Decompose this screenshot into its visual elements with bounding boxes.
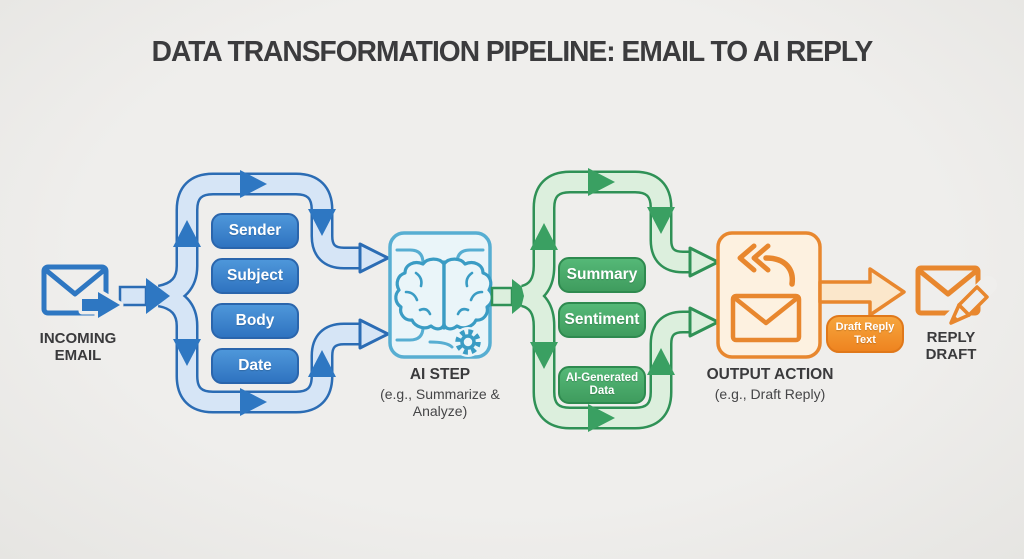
ai-step-box — [388, 231, 494, 359]
output-action-subtitle: (e.g., Draft Reply) — [714, 385, 826, 402]
email-field-date: Date — [211, 348, 299, 384]
reply-envelope-icon — [730, 243, 802, 343]
ai-output-generated-data: AI-Generated Data — [558, 366, 646, 404]
incoming-email-label: INCOMING EMAIL — [39, 330, 117, 365]
pencil-icon — [941, 276, 997, 332]
ai-outputs-loop — [520, 168, 720, 432]
forward-arrow-icon — [78, 288, 124, 322]
to-output-arrowheads — [688, 246, 720, 338]
to-ai-arrowheads — [358, 242, 390, 350]
email-field-sender: Sender — [211, 213, 299, 249]
ai-step-label: AI STEP (e.g., Summarize & Analyze) — [365, 366, 515, 421]
draft-reply-tag: Draft Reply Text — [826, 315, 904, 353]
incoming-email-icon — [41, 264, 124, 322]
ai-step-title: AI STEP — [409, 366, 471, 383]
brain-folds — [404, 271, 484, 316]
ai-step-subtitle: (e.g., Summarize & Analyze) — [380, 385, 500, 420]
envelope-pencil-icon — [915, 265, 997, 332]
ai-output-summary: Summary — [558, 257, 646, 293]
output-action-box — [716, 231, 822, 359]
reply-draft-label: REPLY DRAFT — [925, 329, 977, 364]
draft-output-arrow — [818, 267, 906, 317]
input-flow-arrow — [118, 278, 170, 314]
email-field-subject: Subject — [211, 258, 299, 294]
flow-direction-arrows-blue — [173, 170, 336, 416]
gear-icon — [453, 327, 483, 357]
output-action-label: OUTPUT ACTION (e.g., Draft Reply) — [680, 366, 860, 403]
email-fields-loop — [157, 170, 390, 416]
ai-output-sentiment: Sentiment — [558, 302, 646, 338]
page-title: DATA TRANSFORMATION PIPELINE: EMAIL TO A… — [151, 36, 874, 68]
brain-icon — [394, 257, 494, 331]
ai-output-flow-arrow — [490, 279, 534, 314]
output-action-title: OUTPUT ACTION — [706, 366, 834, 383]
flow-direction-arrows-green — [530, 168, 675, 432]
email-field-body: Body — [211, 303, 299, 339]
